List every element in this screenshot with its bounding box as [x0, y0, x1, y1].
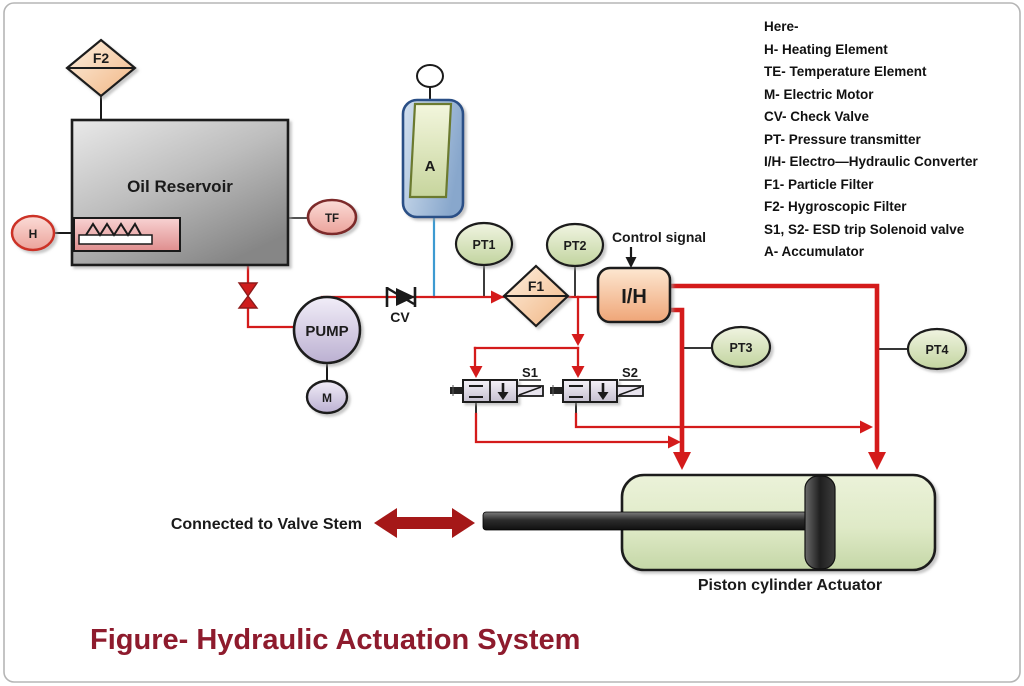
arrow-into-f1 — [491, 290, 504, 304]
pump-label: PUMP — [305, 323, 348, 340]
legend-item-a: A- Accumulator — [764, 244, 865, 259]
oil-reservoir: Oil Reservoir — [70, 118, 290, 267]
piston-head — [804, 475, 836, 570]
pt3-bubble — [710, 325, 772, 369]
valve-top-triangle — [237, 282, 259, 298]
piston-cylinder-actuator: Piston cylinder Actuator — [482, 473, 937, 594]
tf-bubble — [306, 198, 358, 236]
arrow-right-port-down — [868, 452, 886, 470]
arrow-s1-return — [668, 435, 681, 449]
pressure-transmitter-2: PT2 — [545, 222, 605, 268]
valve-to-pump-line — [246, 304, 297, 329]
accumulator-bladder — [408, 102, 453, 199]
f1-label: F1 — [528, 278, 545, 294]
red-arrowheads — [469, 290, 886, 470]
arrow-s2-return — [860, 420, 873, 434]
ih-converter: I/H — [596, 266, 672, 324]
valve-stem-connection: Connected to Valve Stem — [171, 508, 475, 538]
check-valve: CV — [385, 286, 417, 325]
cv-triangle — [396, 288, 415, 306]
solenoid-valve-s1: S1 — [450, 365, 544, 403]
valve-stem-label: Connected to Valve Stem — [171, 516, 362, 533]
legend-item-s1s2: S1, S2- ESD trip Solenoid valve — [764, 221, 965, 237]
figure-frame — [3, 2, 1021, 683]
legend-heading: Here- — [764, 19, 799, 34]
pt2-bubble — [545, 222, 605, 268]
motor-circle — [305, 379, 349, 415]
motor-label: M — [322, 391, 332, 405]
control-signal-label: Control signal — [612, 229, 706, 245]
pt1-bubble — [454, 221, 514, 267]
accumulator: A — [401, 64, 465, 219]
f2-label: F2 — [93, 50, 110, 66]
legend-item-te: TE- Temperature Element — [764, 64, 927, 79]
piping-lines — [53, 86, 909, 470]
s1-port-stub — [450, 387, 463, 394]
legend-item-pt: PT- Pressure transmitter — [764, 131, 921, 147]
shutoff-valve — [237, 282, 259, 309]
arrow-left-port-down — [673, 452, 691, 470]
h-label: H — [29, 227, 38, 241]
double-arrow — [374, 508, 475, 538]
legend-panel: Here- H- Heating Element TE- Temperature… — [764, 16, 1020, 264]
electric-motor: M — [305, 379, 349, 415]
s2-coil-slash — [618, 386, 642, 396]
cv-label: CV — [390, 309, 410, 325]
valve-bottom-triangle — [237, 294, 259, 309]
s2-return-line — [574, 412, 862, 429]
pt2-label: PT2 — [564, 239, 587, 253]
s2-label: S2 — [622, 365, 638, 380]
heater-tube — [78, 234, 153, 245]
pt1-label: PT1 — [473, 238, 496, 252]
heater-indicator: H — [10, 214, 56, 252]
red-lines-thick — [665, 283, 880, 456]
pt4-bubble — [906, 327, 968, 371]
solenoid-valve-s2: S2 — [550, 365, 644, 403]
legend-item-f1: F1- Particle Filter — [764, 176, 874, 192]
h-bubble — [10, 214, 56, 252]
pump-circle — [292, 295, 362, 365]
ih-label: I/H — [621, 286, 647, 308]
arrow-into-s1 — [469, 366, 483, 378]
arrow-into-s2 — [571, 366, 585, 378]
control-signal-arrow — [625, 257, 637, 268]
pump: PUMP — [292, 295, 362, 365]
accumulator-vent-circle — [416, 64, 444, 88]
s1-return-line — [474, 412, 670, 444]
accumulator-label: A — [425, 158, 436, 175]
legend-item-h: H- Heating Element — [764, 41, 888, 57]
reservoir-label: Oil Reservoir — [127, 177, 233, 196]
heating-element — [73, 217, 181, 252]
hygroscopic-filter-f2: F2 — [65, 38, 137, 98]
control-signal: Control signal — [612, 229, 706, 268]
legend-item-cv: CV- Check Valve — [764, 109, 870, 124]
pressure-transmitter-3: PT3 — [710, 325, 772, 369]
pt3-label: PT3 — [730, 341, 753, 355]
legend-item-m: M- Electric Motor — [764, 86, 874, 102]
piston-rod — [482, 511, 814, 531]
ih-to-right-port-line — [665, 283, 880, 456]
ih-box — [596, 266, 672, 324]
arrow-manifold-down — [571, 334, 585, 346]
figure-title: Figure- Hydraulic Actuation System — [90, 624, 581, 656]
particle-filter-f1: F1 — [502, 264, 570, 328]
heater-coil-zigzag — [85, 222, 142, 237]
pressure-transmitter-1: PT1 — [454, 221, 514, 267]
s2-arrow-head — [597, 392, 609, 400]
s1-label: S1 — [522, 365, 538, 380]
s1-coil-slash — [518, 386, 542, 396]
s1-arrow-head — [497, 392, 509, 400]
temperature-transmitter: TF — [306, 198, 358, 236]
actuator-label: Piston cylinder Actuator — [698, 577, 882, 594]
legend-item-f2: F2- Hygroscopic Filter — [764, 199, 907, 214]
s2-port-stub — [550, 387, 563, 394]
tf-label: TF — [325, 213, 339, 225]
pt4-label: PT4 — [926, 343, 949, 357]
legend-item-ih: I/H- Electro—Hydraulic Converter — [764, 154, 978, 169]
ih-to-left-port-line — [665, 307, 685, 456]
pressure-transmitter-4: PT4 — [906, 327, 968, 371]
